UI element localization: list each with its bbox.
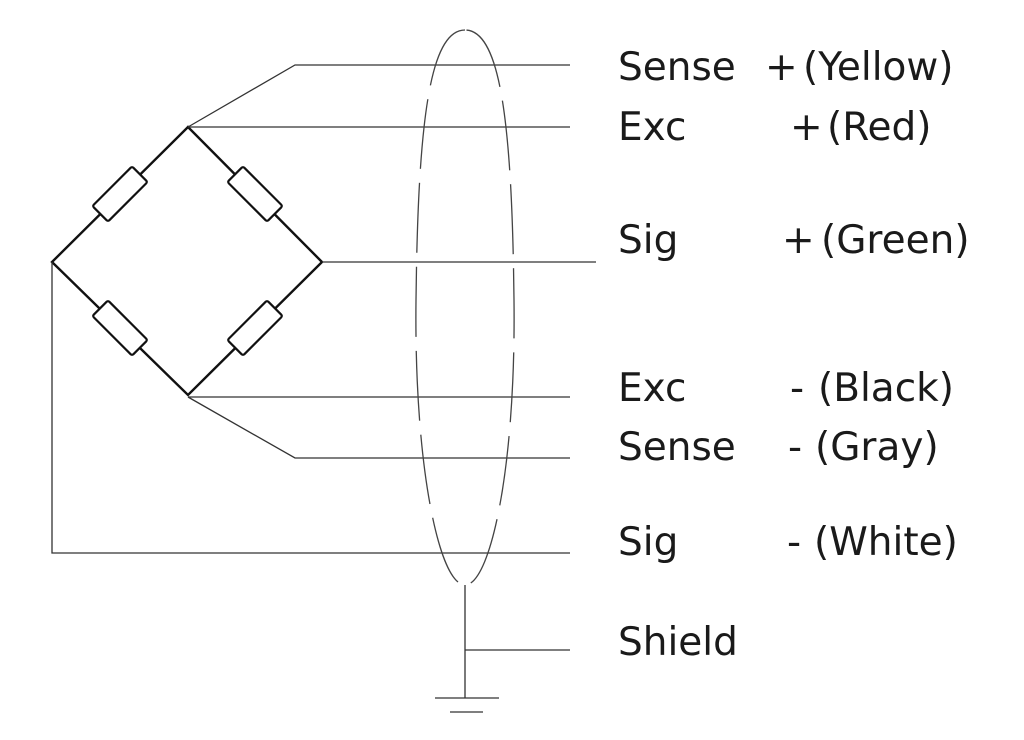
wheatstone-bridge <box>50 125 324 397</box>
wire-name: Sig <box>618 520 678 565</box>
wire-name: Exc <box>618 366 686 411</box>
label-sense-plus: Sense + (Yellow) <box>618 45 954 90</box>
wire-polarity: + <box>790 105 823 150</box>
label-shield: Shield <box>618 620 738 665</box>
label-exc-minus: Exc - (Black) <box>618 366 954 411</box>
ground-icon <box>435 697 499 713</box>
wire-color: (Yellow) <box>803 45 954 90</box>
resistor-bottom-left <box>92 300 148 356</box>
label-sig-minus: Sig - (White) <box>618 520 958 565</box>
label-sense-minus: Sense - (Gray) <box>618 425 939 470</box>
wire-sense-plus <box>187 64 570 128</box>
bridge-outline <box>50 125 324 397</box>
wire-polarity: - <box>788 425 802 470</box>
wire-color: (Gray) <box>815 425 939 470</box>
resistor-bottom-right <box>227 300 283 356</box>
resistor-top-left <box>92 166 148 222</box>
wire-sig-minus <box>51 262 570 554</box>
wire-polarity: + <box>782 218 815 263</box>
wire-polarity: + <box>765 45 798 90</box>
wire-name: Sense <box>618 45 736 90</box>
wire-color: (Black) <box>818 366 954 411</box>
wire-color: (Green) <box>821 218 970 263</box>
resistor-top-right <box>227 166 283 222</box>
wire-polarity: - <box>790 366 804 411</box>
label-sig-plus: Sig + (Green) <box>618 218 970 263</box>
wire-sense-minus <box>187 396 570 459</box>
wire-color: (Red) <box>827 105 932 150</box>
cable-shield <box>415 29 515 586</box>
wire-name: Sense <box>618 425 736 470</box>
wire-color: (White) <box>814 520 958 565</box>
wire-name: Sig <box>618 218 678 263</box>
wire-polarity: - <box>787 520 801 565</box>
label-exc-plus: Exc + (Red) <box>618 105 932 150</box>
wire-name: Exc <box>618 105 686 150</box>
